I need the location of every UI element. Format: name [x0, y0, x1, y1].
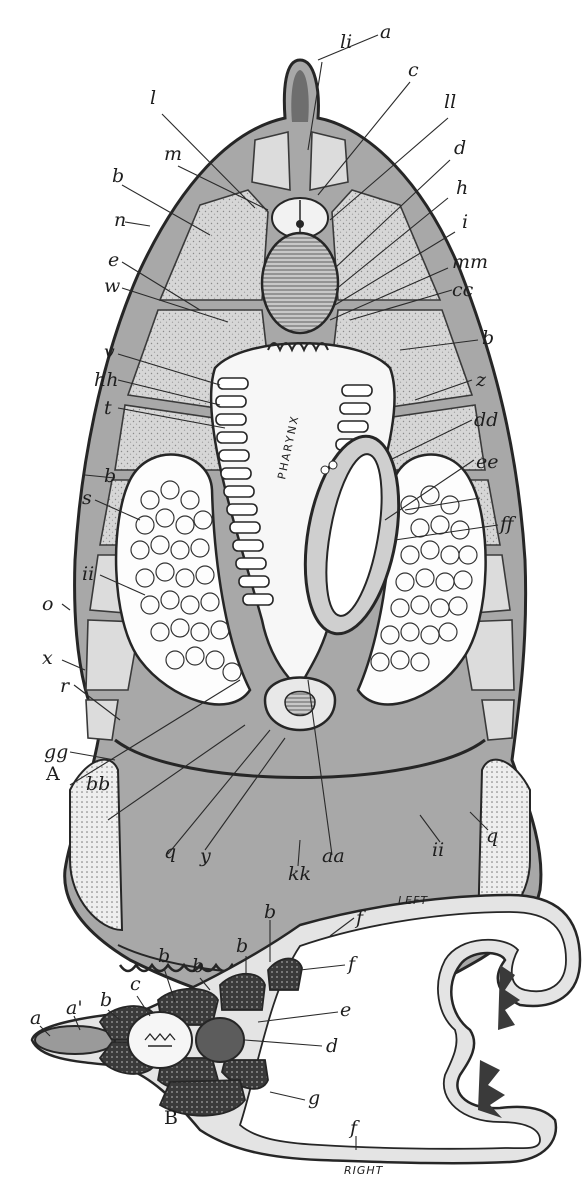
- b-label-c: c: [130, 973, 141, 995]
- notochord-b: [196, 1018, 244, 1062]
- label-l: l: [150, 87, 156, 109]
- section-a: PHARYNX: [42, 21, 541, 1012]
- label-cc: cc: [452, 279, 474, 301]
- label-bb: bb: [86, 773, 110, 795]
- label-dd: dd: [474, 409, 498, 431]
- b-label-a-prime: a': [66, 997, 83, 1019]
- endostyle: [265, 678, 335, 731]
- label-b-right: b: [482, 327, 494, 349]
- label-c: c: [408, 59, 419, 81]
- label-q-right: q: [486, 825, 498, 847]
- label-d: d: [454, 137, 466, 159]
- b-label-b4: b: [236, 935, 248, 957]
- panel-label-b: B: [164, 1107, 178, 1129]
- right-text: RIGHT: [344, 1164, 384, 1177]
- label-hh: hh: [94, 369, 118, 391]
- label-s: s: [82, 487, 92, 509]
- label-v: v: [104, 341, 115, 363]
- b-label-b3: b: [192, 955, 204, 977]
- label-b-top: b: [112, 165, 124, 187]
- rostrum-b: [35, 1026, 115, 1054]
- label-mm: mm: [452, 251, 488, 273]
- b-label-e: e: [340, 999, 351, 1021]
- b-label-b1: b: [100, 989, 112, 1011]
- label-ii-bottom: ii: [432, 839, 444, 861]
- left-text: LEFT: [398, 894, 428, 907]
- b-label-b5: b: [264, 901, 276, 923]
- label-h: h: [456, 177, 468, 199]
- b-label-g: g: [308, 1087, 320, 1109]
- label-y: y: [199, 845, 211, 867]
- b-label-b2: b: [158, 945, 170, 967]
- label-e: e: [108, 249, 119, 271]
- nerve-cord-b: [128, 1012, 192, 1068]
- panel-label-a: A: [45, 763, 60, 785]
- label-gg: gg: [44, 741, 68, 763]
- label-ii-left: ii: [82, 563, 94, 585]
- label-a: a: [380, 21, 391, 43]
- label-ee: ee: [476, 451, 499, 473]
- label-o: o: [42, 593, 53, 615]
- label-q-left: q: [164, 841, 176, 863]
- label-w: w: [104, 275, 120, 297]
- label-ll: ll: [444, 91, 456, 113]
- label-aa: aa: [322, 845, 345, 867]
- label-b-left: b: [104, 465, 116, 487]
- label-m: m: [164, 143, 182, 165]
- b-label-a: a: [30, 1007, 41, 1029]
- label-n: n: [114, 209, 126, 231]
- b-label-d: d: [326, 1035, 338, 1057]
- notochord: [262, 233, 338, 333]
- label-i: i: [462, 211, 468, 233]
- label-x: x: [42, 647, 53, 669]
- label-z: z: [475, 369, 487, 391]
- label-t: t: [104, 397, 112, 419]
- label-li: li: [340, 31, 352, 53]
- label-kk: kk: [288, 863, 311, 885]
- label-r: r: [60, 675, 71, 697]
